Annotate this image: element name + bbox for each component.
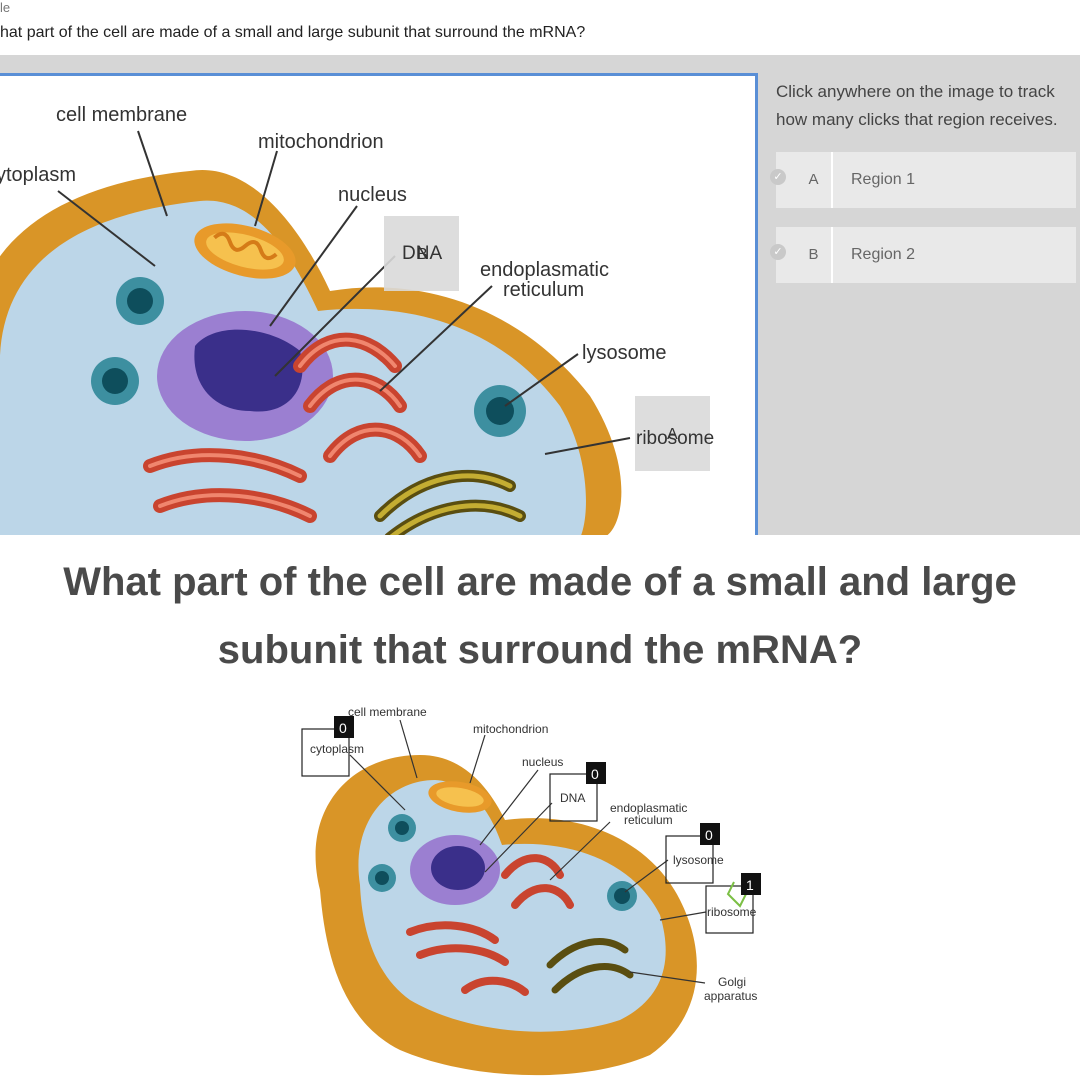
header-label: le xyxy=(0,0,11,15)
count-badge-cytoplasm: 0 xyxy=(339,720,347,736)
results-label-lysosome: lysosome xyxy=(673,853,724,867)
check-icon: ✓ xyxy=(770,244,786,260)
results-label-golgi-line1: Golgi xyxy=(718,975,746,989)
results-label-mitochondrion: mitochondrion xyxy=(473,722,548,736)
hotspot-marker-b[interactable] xyxy=(384,216,459,291)
hotspot-box-dna: DNA 0 xyxy=(549,762,606,822)
instructions-text: Click anywhere on the image to track how… xyxy=(776,82,1058,129)
divider xyxy=(831,227,833,283)
results-label-cytoplasm: cytoplasm xyxy=(310,742,364,756)
results-label-er-line2: reticulum xyxy=(624,813,673,827)
hotspot-image-panel[interactable]: cell membrane mitochondrion ytoplasm nuc… xyxy=(0,73,758,535)
results-label-ribosome: ribosome xyxy=(707,905,757,919)
region-row-b[interactable]: ✓ B Region 2 xyxy=(770,227,1076,283)
hotspot-box-cytoplasm: cytoplasm 0 xyxy=(301,716,364,777)
header-question: hat part of the cell are made of a small… xyxy=(0,24,586,41)
divider xyxy=(831,152,833,208)
results-label-dna: DNA xyxy=(560,791,585,805)
hotspot-box-lysosome: lysosome 0 xyxy=(665,823,724,884)
label-dna: DNA xyxy=(402,243,442,264)
label-cytoplasm: ytoplasm xyxy=(0,164,76,186)
main-question: What part of the cell are made of a smal… xyxy=(0,548,1080,684)
label-mitochondrion: mitochondrion xyxy=(258,131,384,153)
label-cell-membrane: cell membrane xyxy=(56,104,187,126)
region-label[interactable]: Region 2 xyxy=(851,246,916,263)
results-diagram: cell membrane mitochondrion nucleus endo… xyxy=(301,705,761,1076)
region-letter: B xyxy=(808,246,819,263)
hotspot-marker-b-letter: B xyxy=(417,246,428,263)
count-badge-dna: 0 xyxy=(591,766,599,782)
label-er-line1: endoplasmatic xyxy=(480,259,609,281)
label-ribosome: ribosome xyxy=(636,428,714,449)
results-label-nucleus: nucleus xyxy=(522,755,563,769)
region-row-a[interactable]: ✓ A Region 1 xyxy=(770,152,1076,208)
results-label-golgi-line2: apparatus xyxy=(704,989,757,1003)
main-question-line1: What part of the cell are made of a smal… xyxy=(63,560,1017,604)
main-question-line2: subunit that surround the mRNA? xyxy=(217,628,863,672)
count-badge-ribosome: 1 xyxy=(746,877,754,893)
hotspot-box-ribosome: ribosome 1 xyxy=(705,873,761,934)
region-label[interactable]: Region 1 xyxy=(851,171,916,188)
results-label-cell-membrane: cell membrane xyxy=(348,705,427,719)
region-letter: A xyxy=(808,171,819,188)
label-er-line2: reticulum xyxy=(503,279,584,301)
hotspot-marker-a-letter: A xyxy=(667,426,678,443)
label-lysosome: lysosome xyxy=(582,342,666,364)
cell-diagram-image[interactable]: cell membrane mitochondrion ytoplasm nuc… xyxy=(0,76,758,535)
results-label-er-line1: endoplasmatic xyxy=(610,801,687,815)
check-icon: ✓ xyxy=(770,169,786,185)
hotspot-marker-a[interactable] xyxy=(635,396,710,471)
label-nucleus: nucleus xyxy=(338,184,407,206)
count-badge-lysosome: 0 xyxy=(705,827,713,843)
